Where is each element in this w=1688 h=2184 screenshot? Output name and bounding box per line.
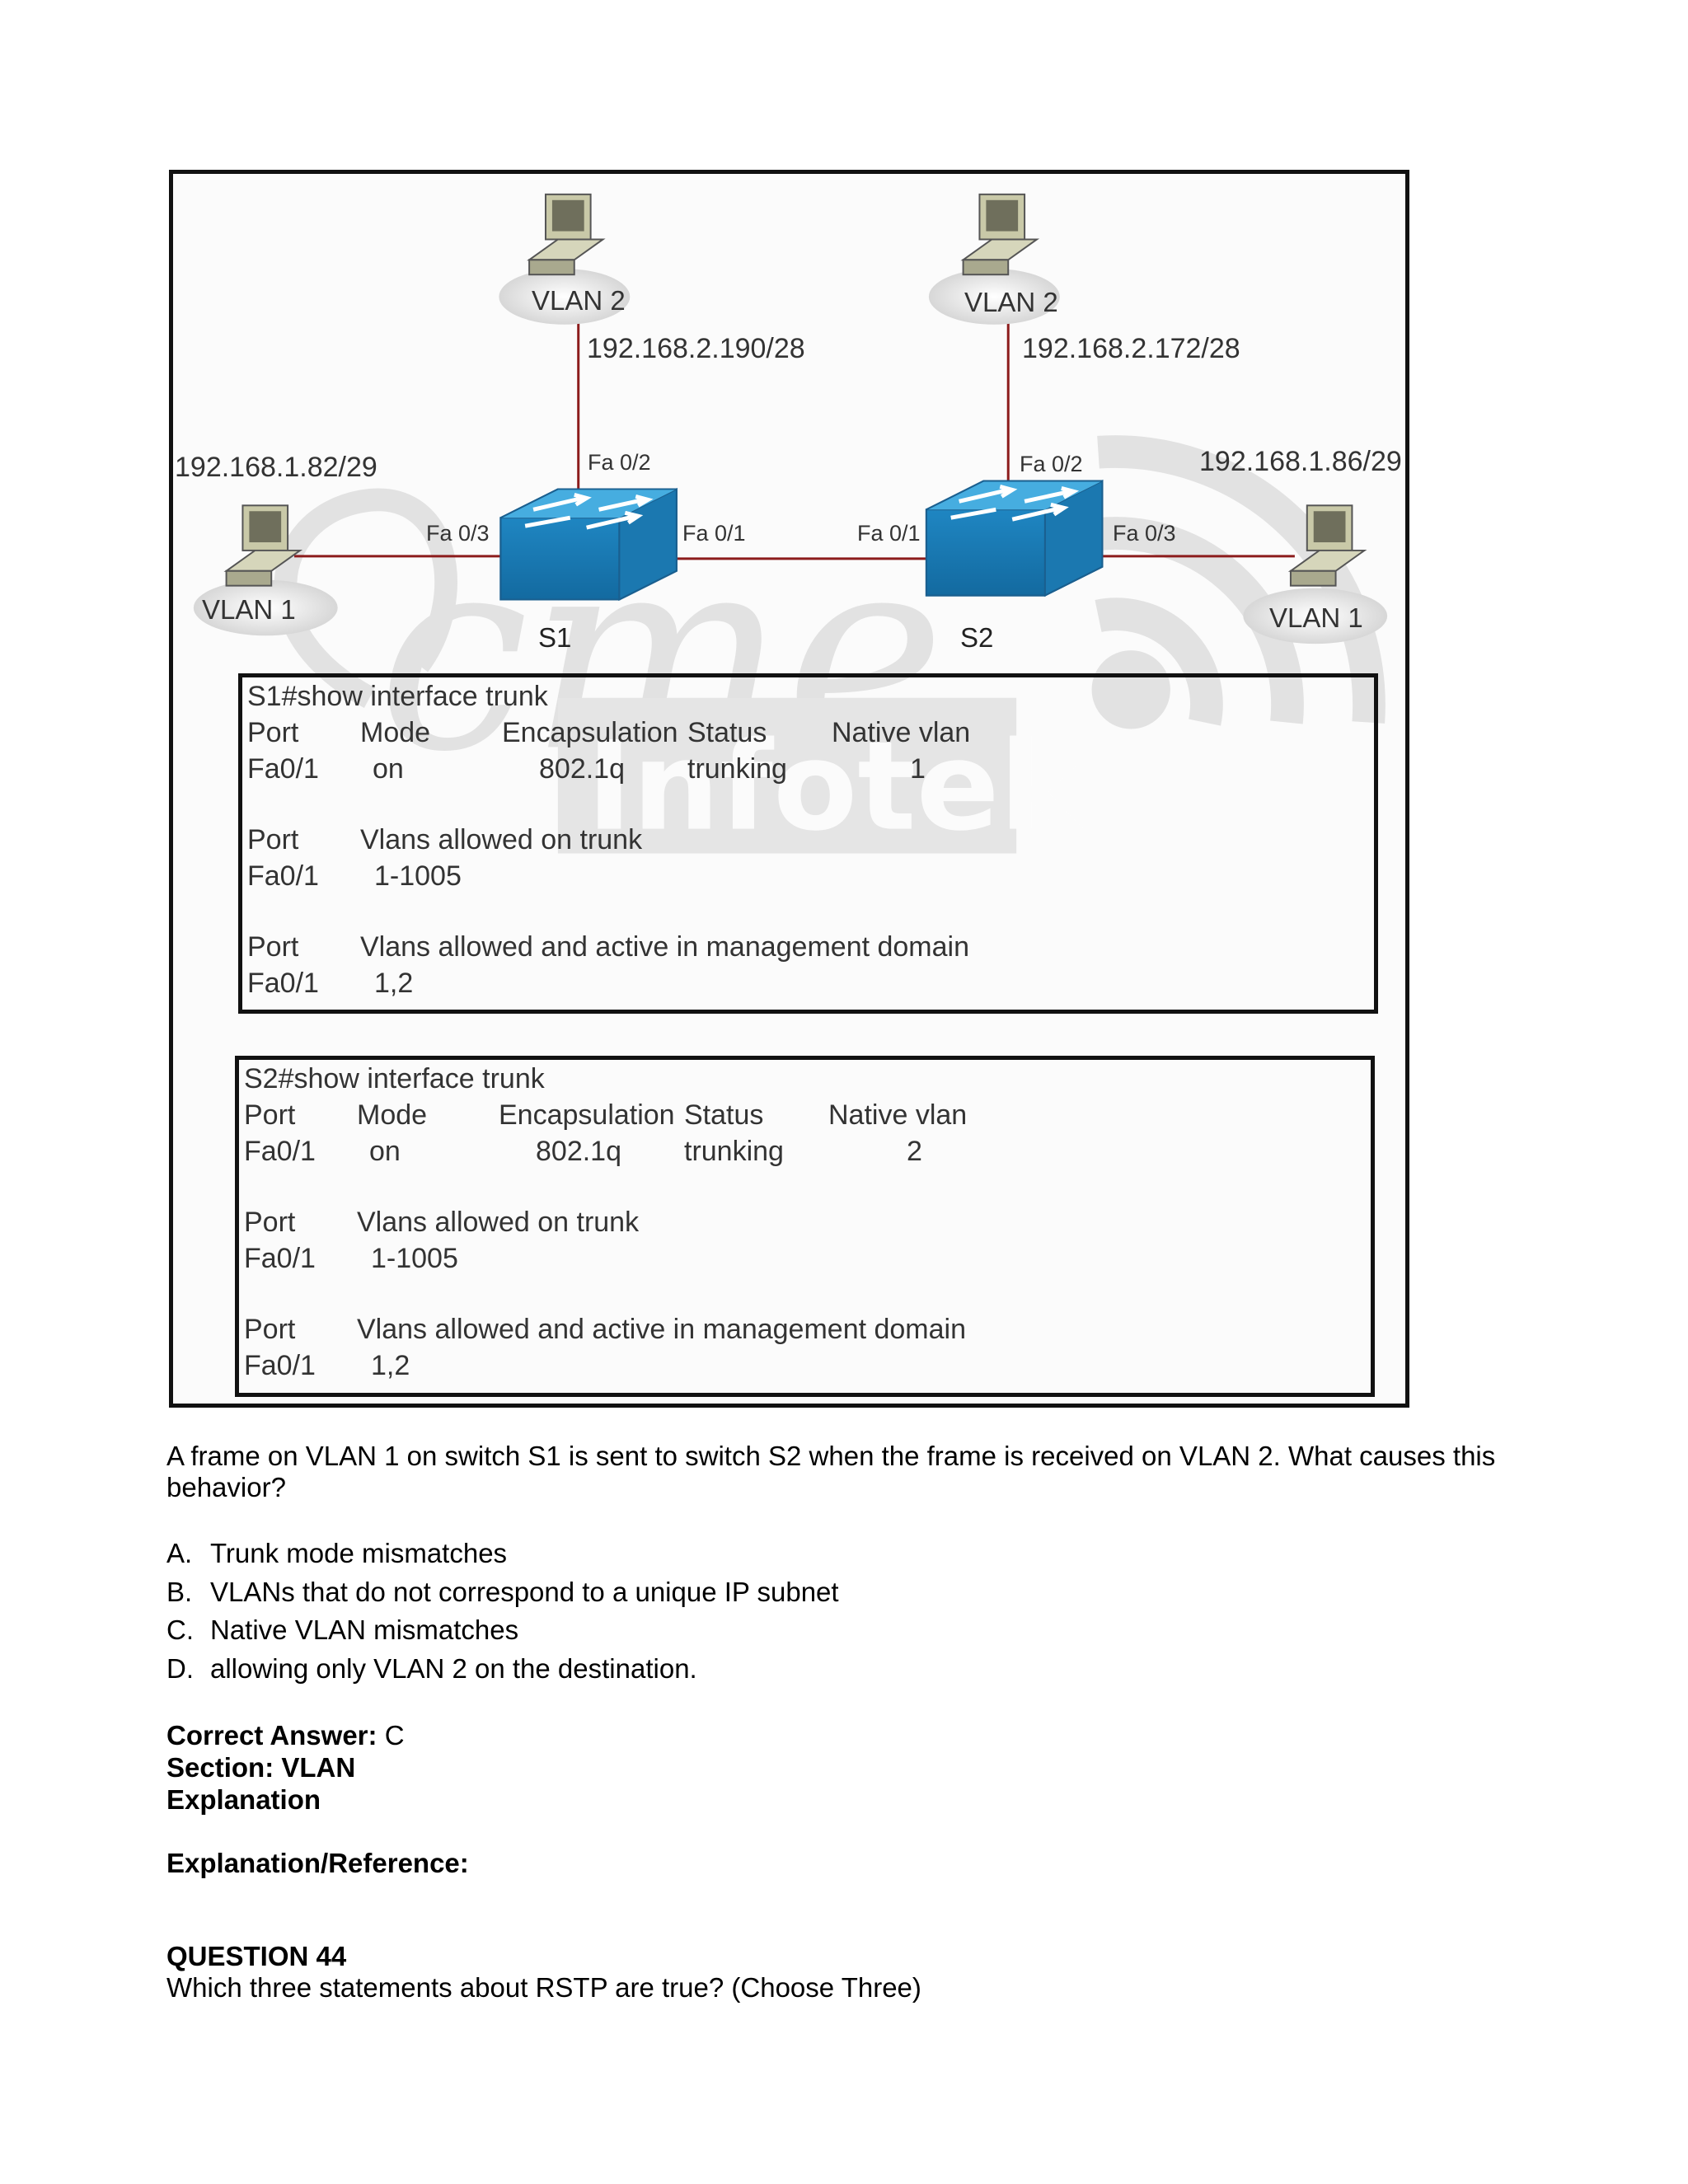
question-text: A frame on VLAN 1 on switch S1 is sent t…: [166, 1441, 1496, 1471]
cell: 1-1005: [371, 1243, 458, 1274]
col-header: Port: [247, 931, 299, 963]
cell: Fa0/1: [247, 968, 319, 999]
option-key: A.: [166, 1538, 193, 1568]
switch-s1-icon: [499, 487, 678, 602]
col-header: Status: [684, 1099, 764, 1131]
port-label: Fa 0/3: [1113, 521, 1176, 546]
cell: Fa0/1: [247, 860, 319, 892]
option-a[interactable]: A. Trunk mode mismatches: [166, 1538, 507, 1569]
option-b[interactable]: B. VLANs that do not correspond to a uniq…: [166, 1577, 839, 1608]
option-key: B.: [166, 1577, 193, 1607]
col-header: Vlans allowed on trunk: [357, 1207, 640, 1238]
col-header: Encapsulation: [499, 1099, 675, 1131]
switch-s2-label: S2: [960, 622, 994, 653]
question-text-cont: behavior?: [166, 1472, 286, 1502]
option-text: Native VLAN mismatches: [210, 1615, 519, 1645]
section-label: Section: VLAN: [166, 1752, 356, 1783]
answer-value: C: [384, 1720, 405, 1750]
vlan-label: VLAN 2: [964, 287, 1058, 317]
cell: on: [369, 1136, 401, 1167]
correct-answer: Correct Answer: C: [166, 1720, 405, 1751]
col-header: Mode: [357, 1099, 428, 1131]
port-label: Fa 0/3: [426, 521, 490, 546]
col-header: Port: [247, 824, 299, 855]
col-header: Mode: [360, 717, 431, 748]
ip-label: 192.168.2.172/28: [1022, 333, 1240, 364]
cell: Fa0/1: [244, 1243, 316, 1274]
cell: 1,2: [374, 968, 414, 999]
option-d[interactable]: D. allowing only VLAN 2 on the destinatio…: [166, 1653, 697, 1685]
next-question-text: Which three statements about RSTP are tr…: [166, 1972, 921, 2003]
ip-label: 192.168.2.190/28: [587, 333, 805, 364]
port-label: Fa 0/1: [857, 521, 921, 546]
cell: 802.1q: [536, 1136, 621, 1167]
col-header: Status: [687, 717, 767, 748]
pc-s2-vlan2-icon: [928, 193, 1060, 325]
explanation-label: Explanation: [166, 1784, 321, 1815]
col-header: Vlans allowed on trunk: [360, 824, 643, 855]
option-text: Trunk mode mismatches: [210, 1538, 508, 1568]
ip-label: 192.168.1.86/29: [1199, 446, 1402, 477]
pc-left-vlan1-icon: [193, 504, 338, 636]
answer-label: Correct Answer:: [166, 1720, 377, 1750]
vlan-label: VLAN 2: [532, 285, 626, 316]
cell: 2: [907, 1136, 922, 1167]
ip-label: 192.168.1.82/29: [175, 452, 377, 483]
pc-right-vlan1-icon: [1243, 504, 1388, 644]
col-header: Port: [247, 717, 299, 748]
cli-command: S2#show interface trunk: [244, 1063, 545, 1094]
col-header: Port: [244, 1099, 296, 1131]
col-header: Encapsulation: [502, 717, 678, 748]
cell: 802.1q: [539, 753, 625, 785]
vlan-label: VLAN 1: [1269, 602, 1363, 633]
col-header: Native vlan: [832, 717, 971, 748]
cell: trunking: [687, 753, 787, 785]
switch-s2-icon: [925, 479, 1104, 598]
s1-trunk-output: S1#show interface trunk Port Mode Encaps…: [238, 673, 1378, 1014]
option-text: VLANs that do not correspond to a unique…: [210, 1577, 839, 1607]
port-label: Fa 0/1: [682, 521, 746, 546]
port-label: Fa 0/2: [1020, 452, 1083, 476]
explanation-reference-label: Explanation/Reference:: [166, 1848, 469, 1878]
cell: 1: [910, 753, 926, 785]
option-c[interactable]: C. Native VLAN mismatches: [166, 1615, 518, 1646]
col-header: Native vlan: [828, 1099, 968, 1131]
links: [294, 317, 1295, 560]
cell: Fa0/1: [244, 1350, 316, 1381]
vlan-label: VLAN 1: [202, 594, 296, 625]
port-label: Fa 0/2: [588, 450, 651, 475]
col-header: Vlans allowed and active in management d…: [357, 1314, 967, 1345]
option-key: D.: [166, 1653, 194, 1684]
col-header: Vlans allowed and active in management d…: [360, 931, 970, 963]
cell: on: [373, 753, 404, 785]
cli-command: S1#show interface trunk: [247, 681, 548, 712]
option-key: C.: [166, 1615, 194, 1645]
cell: 1,2: [371, 1350, 410, 1381]
switch-s1-label: S1: [538, 622, 572, 653]
pc-s1-vlan2-icon: [499, 193, 631, 325]
cell: Fa0/1: [247, 753, 319, 785]
cell: trunking: [684, 1136, 784, 1167]
cell: 1-1005: [374, 860, 462, 892]
next-question-title: QUESTION 44: [166, 1941, 347, 1971]
col-header: Port: [244, 1314, 296, 1345]
col-header: Port: [244, 1207, 296, 1238]
svg-text:Infotek: Infotek: [587, 716, 1084, 859]
option-text: allowing only VLAN 2 on the destination.: [210, 1653, 697, 1684]
topology-drawing: cme Infotek: [193, 193, 1388, 859]
network-diagram: cme Infotek: [169, 170, 1409, 1408]
cell: Fa0/1: [244, 1136, 316, 1167]
s2-trunk-output: S2#show interface trunk Port Mode Encaps…: [235, 1056, 1375, 1397]
